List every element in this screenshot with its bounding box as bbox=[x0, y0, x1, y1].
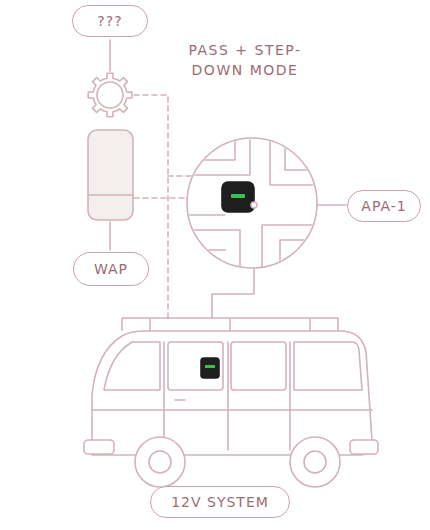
zoom-circle bbox=[185, 138, 320, 270]
van bbox=[350, 440, 378, 454]
map-lines bbox=[185, 214, 225, 216]
map-lines bbox=[185, 140, 250, 175]
leader-line bbox=[109, 222, 111, 250]
apa-device bbox=[251, 202, 257, 208]
van bbox=[122, 318, 338, 330]
label-pill: APA-1 bbox=[347, 190, 421, 222]
map-lines bbox=[280, 240, 320, 270]
label-pill: 12V SYSTEM bbox=[150, 486, 290, 518]
leader-line bbox=[212, 268, 254, 318]
van bbox=[304, 451, 326, 473]
apa-device bbox=[222, 182, 254, 212]
van bbox=[290, 437, 340, 487]
van bbox=[227, 342, 229, 450]
van bbox=[104, 342, 160, 390]
van bbox=[168, 342, 223, 390]
zoom-circle bbox=[187, 138, 317, 268]
van bbox=[294, 342, 362, 390]
map-lines bbox=[285, 140, 320, 170]
map-lines bbox=[200, 249, 225, 251]
van bbox=[84, 440, 114, 454]
van bbox=[175, 399, 185, 401]
leader-line bbox=[109, 40, 111, 71]
van bbox=[92, 331, 372, 455]
van bbox=[289, 342, 291, 450]
van bbox=[92, 409, 372, 411]
apa-device bbox=[222, 182, 257, 212]
pill-text: WAP bbox=[94, 261, 128, 277]
apa-device bbox=[231, 194, 245, 198]
dashed-link bbox=[134, 95, 168, 318]
van-device bbox=[205, 365, 215, 368]
label-pill: ??? bbox=[72, 5, 148, 37]
map-lines bbox=[185, 140, 320, 270]
wap-device bbox=[88, 194, 133, 196]
wap-device bbox=[88, 130, 133, 220]
map-lines bbox=[270, 140, 320, 185]
map-lines bbox=[185, 140, 235, 160]
pill-text: ??? bbox=[97, 13, 122, 29]
pill-text: APA-1 bbox=[361, 198, 406, 214]
map-lines bbox=[185, 230, 240, 270]
van bbox=[149, 451, 171, 473]
pill-text: 12V SYSTEM bbox=[171, 494, 269, 510]
map-lines bbox=[262, 225, 320, 270]
van-device bbox=[201, 358, 219, 378]
gear-icon bbox=[97, 82, 123, 108]
van bbox=[135, 437, 185, 487]
van bbox=[84, 318, 378, 487]
van bbox=[163, 342, 165, 450]
wap-device bbox=[88, 130, 133, 220]
leader-line bbox=[318, 204, 346, 206]
van bbox=[231, 342, 286, 390]
gear-icon bbox=[88, 73, 132, 117]
gear-icon bbox=[88, 73, 132, 117]
label-pill: WAP bbox=[73, 252, 149, 286]
mode-label: PASS + STEP-DOWN MODE bbox=[180, 40, 310, 80]
van-device bbox=[201, 358, 219, 378]
